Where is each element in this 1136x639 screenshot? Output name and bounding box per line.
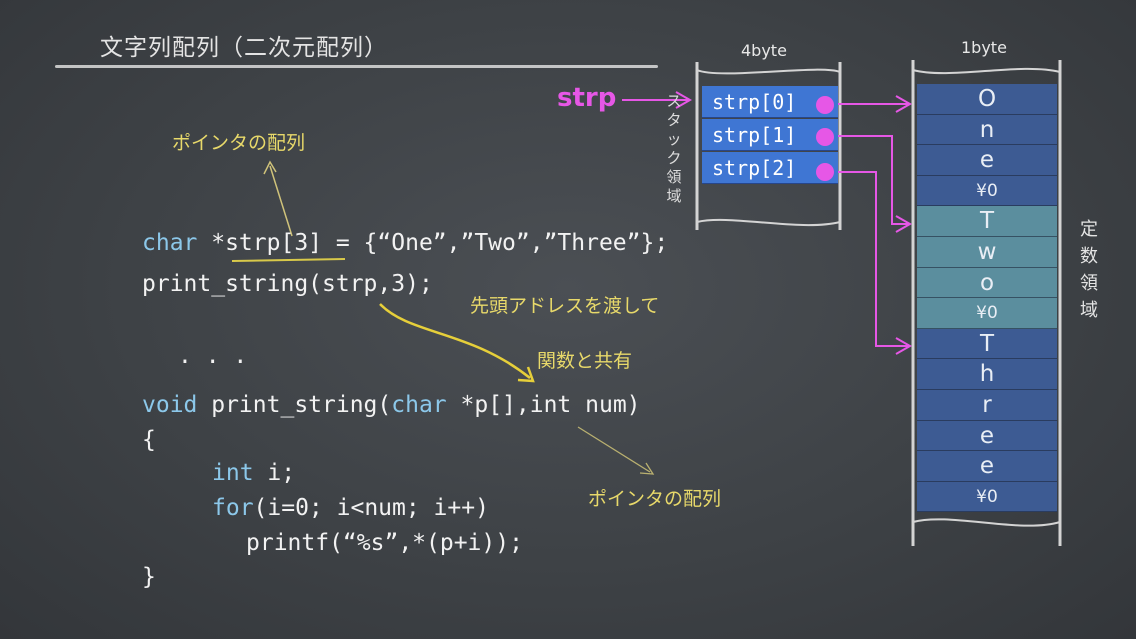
stack-cell-strp-2: strp[2] [702,152,838,184]
code-line-ellipsis: . . . [178,343,248,369]
annotation-pointer-array-bottom: ポインタの配列 [588,488,722,510]
strp-underline [231,258,346,262]
pointer-dot-0 [816,96,834,114]
keyword-void: void [142,392,198,418]
arrow-to-pointer-array-label [269,165,293,237]
const-region-label: 定数領域 [1078,216,1100,324]
code-line-call: print_string(strp,3); [142,271,433,297]
annotation-share-with-function: 関数と共有 [537,350,633,372]
code-line-declaration: char *strp[3] = {“One”,”Two”,”Three”}; [142,230,668,256]
stack-frame [695,62,842,230]
keyword-int: int [212,460,254,486]
code-line-printf: printf(“%s”,*(p+i)); [246,530,523,556]
region-label-char: ッ [666,130,682,148]
keyword-for: for [212,495,254,521]
annotation-pass-head-address: 先頭アドレスを渡して [470,295,660,317]
pointer-dot-1 [816,128,834,146]
pointer-arrow-three [838,171,908,347]
code-line-open-brace: { [142,427,156,453]
const-frame [911,60,1062,546]
const-cell-10: r [917,390,1057,421]
region-label-char: 領 [666,168,682,186]
title-underline [55,65,658,68]
code-text: i; [253,460,296,486]
arrow-to-pointer-array-bottom [577,426,651,473]
code-text: *strp[3] = {“One”,”Two”,”Three”}; [197,230,669,256]
region-label-char: 定 [1080,219,1098,240]
const-cell-13: ¥0 [917,481,1057,513]
strp-pointer-label: strp [557,83,617,113]
code-line-function-signature: void print_string(char *p[],int num) [142,392,641,418]
pointer-dot-2 [816,163,834,181]
stack-region-label: スタック領域 [665,92,683,206]
const-size-label: 1byte [961,38,1007,57]
const-cell-4: T [917,206,1057,237]
stack-size-label: 4byte [741,41,787,60]
code-line-int-decl: int i; [212,460,295,486]
const-cell-7: ¥0 [917,298,1057,329]
pointer-arrow-two [838,135,908,225]
const-cell-12: e [917,451,1057,482]
annotation-pointer-array-top: ポインタの配列 [172,132,306,154]
code-line-for-loop: for(i=0; i<num; i++) [212,495,489,521]
const-cell-3: ¥0 [917,175,1057,207]
page-title: 文字列配列（二次元配列） [100,35,388,61]
region-label-char: ス [666,92,682,110]
const-cell-6: o [917,267,1057,299]
region-label-char: 域 [1080,300,1098,321]
arrow-share-pointer [379,303,531,379]
region-label-char: 域 [666,187,682,205]
const-cell-5: w [917,237,1057,268]
const-cell-2: e [917,145,1057,176]
stack-cell-strp-0: strp[0] [702,86,838,118]
code-text: (i=0; i<num; i++) [253,495,489,521]
const-cell-1: n [917,114,1057,146]
const-cell-9: h [917,359,1057,390]
region-label-char: 数 [1080,246,1098,267]
keyword-char: char [391,392,447,418]
code-text: print_string( [197,392,392,418]
keyword-char: char [142,230,198,256]
stack-cell-strp-1: strp[1] [702,119,838,151]
const-cell-8: T [917,328,1057,360]
region-label-char: 領 [1080,273,1098,294]
const-cell-11: e [917,420,1057,452]
const-cell-0: O [917,84,1057,115]
region-label-char: タ [666,111,682,129]
code-line-close-brace: } [142,564,156,590]
code-text: *p[],int num) [446,392,641,418]
region-label-char: ク [666,149,682,167]
